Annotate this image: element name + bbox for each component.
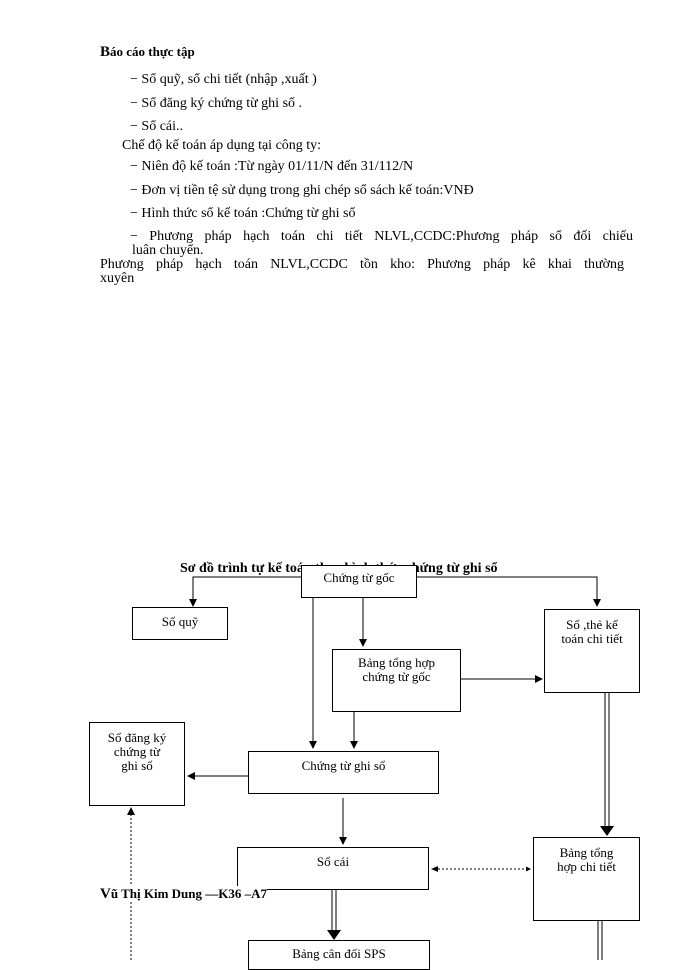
box-chung-tu-goc: Chứng từ gốc — [301, 565, 417, 598]
paragraph-line: xuyên — [100, 271, 135, 286]
box-bang-can-doi-sps: Bảng cân đối SPS — [248, 940, 430, 970]
box-so-cai: Sổ cái — [237, 847, 429, 890]
header-initial: B — [100, 44, 111, 60]
box-so-the-ke-toan-chi-tiet: Sổ ,thẻ kế toán chi tiết — [544, 609, 640, 693]
paragraph-line: Phương pháp hạch toán NLVL,CCDC tồn kho:… — [100, 257, 624, 272]
footer-rest: ũ Thị Kim Dung —K36 –A7 — [110, 886, 268, 901]
header-rest: áo cáo thực tập — [110, 44, 195, 59]
box-so-dang-ky-chung-tu-ghi-so: Sổ đăng ký chứng từ ghi sổ — [89, 722, 185, 806]
list-item-continuation: luân chuyển. — [132, 243, 204, 258]
footer-initial: V — [100, 886, 111, 902]
list-item: − Niên độ kế toán :Từ ngày 01/11/N đến 3… — [130, 159, 414, 174]
list-item: − Phương pháp hạch toán chi tiết NLVL,CC… — [130, 229, 633, 244]
list-item: − Sổ đăng ký chứng từ ghi sổ . — [130, 96, 303, 111]
section-heading: Chế độ kế toán áp dụng tại công ty: — [122, 138, 322, 153]
box-chung-tu-ghi-so: Chứng từ ghi sổ — [248, 751, 439, 794]
box-bang-tong-hop-chi-tiet: Bảng tổng hợp chi tiết — [533, 837, 640, 921]
list-item: − Đơn vị tiền tệ sử dụng trong ghi chép … — [130, 183, 474, 198]
list-item: − Hình thức sổ kế toán :Chứng từ ghi sổ — [130, 206, 356, 221]
list-item: − Sổ quỹ, sổ chi tiết (nhập ,xuất ) — [130, 72, 317, 87]
page-footer: Vũ Thị Kim Dung —K36 –A7 — [100, 886, 268, 902]
page-header: Báo cáo thực tập — [100, 44, 195, 60]
box-so-quy: Sổ quỹ — [132, 607, 228, 640]
box-bang-tong-hop-chung-tu-goc: Bảng tổng hợp chứng từ gốc — [332, 649, 461, 712]
list-item: − Sổ cái.. — [130, 119, 184, 134]
